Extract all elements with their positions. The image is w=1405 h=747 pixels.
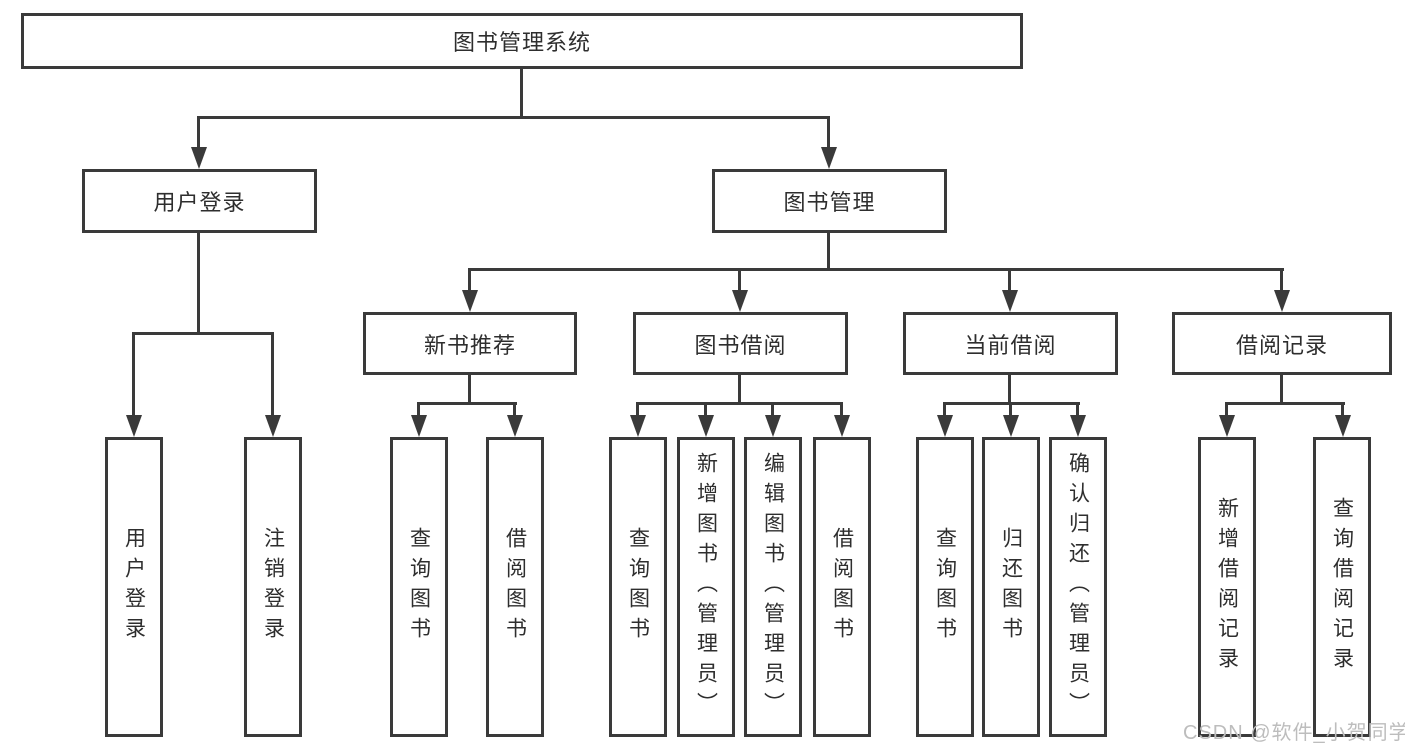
connector-line <box>197 233 200 335</box>
connector-line <box>417 405 420 419</box>
arrow-down-icon <box>126 415 142 437</box>
leaf-label: 归还图书 <box>999 527 1023 647</box>
leaf-confirm-return-admin: 确认归还（管理员） <box>1049 437 1107 737</box>
connector-line <box>1009 405 1012 419</box>
leaf-label: 注销登录 <box>261 527 285 647</box>
node-label: 当前借阅 <box>964 332 1057 358</box>
leaf-borrow-book-recommend: 借阅图书 <box>486 437 544 737</box>
leaf-label: 查询借阅记录 <box>1330 497 1354 677</box>
connector-line <box>468 268 1284 271</box>
connector-line <box>1280 375 1283 405</box>
connector-line <box>132 335 135 419</box>
node-new-book-recommend: 新书推荐 <box>363 312 577 375</box>
connector-line <box>636 402 843 405</box>
connector-line <box>1076 405 1079 419</box>
leaf-query-book-current: 查询图书 <box>916 437 974 737</box>
connector-line <box>417 402 517 405</box>
arrow-down-icon <box>1002 290 1018 312</box>
arrow-down-icon <box>411 415 427 437</box>
connector-line <box>1225 402 1345 405</box>
arrow-down-icon <box>821 147 837 169</box>
arrow-down-icon <box>1335 415 1351 437</box>
connector-line <box>197 116 830 119</box>
connector-line <box>827 233 830 271</box>
leaf-edit-book-admin: 编辑图书（管理员） <box>744 437 802 737</box>
node-user-login: 用户登录 <box>82 169 317 233</box>
connector-line <box>1280 271 1283 294</box>
node-book-borrow: 图书借阅 <box>633 312 848 375</box>
connector-line <box>636 405 639 419</box>
leaf-query-book-borrow: 查询图书 <box>609 437 667 737</box>
leaf-label: 借阅图书 <box>503 527 527 647</box>
leaf-label: 确认归还（管理员） <box>1066 452 1090 722</box>
connector-line <box>738 375 741 405</box>
connector-line <box>197 119 200 151</box>
node-root-library-system: 图书管理系统 <box>21 13 1023 69</box>
arrow-down-icon <box>630 415 646 437</box>
arrow-down-icon <box>937 415 953 437</box>
connector-line <box>943 402 1080 405</box>
connector-line <box>771 405 774 419</box>
leaf-query-borrow-record: 查询借阅记录 <box>1313 437 1371 737</box>
arrow-down-icon <box>507 415 523 437</box>
connector-line <box>1008 271 1011 294</box>
csdn-watermark: CSDN @软件_小贺同学 <box>1183 722 1405 744</box>
leaf-label: 借阅图书 <box>830 527 854 647</box>
leaf-label: 新增借阅记录 <box>1215 497 1239 677</box>
leaf-add-book-admin: 新增图书（管理员） <box>677 437 735 737</box>
connector-line <box>271 335 274 419</box>
arrow-down-icon <box>191 147 207 169</box>
leaf-label: 新增图书（管理员） <box>694 452 718 722</box>
leaf-label: 用户登录 <box>122 527 146 647</box>
leaf-borrow-book: 借阅图书 <box>813 437 871 737</box>
connector-line <box>132 332 274 335</box>
arrow-down-icon <box>265 415 281 437</box>
connector-line <box>513 405 516 419</box>
arrow-down-icon <box>462 290 478 312</box>
node-borrow-record: 借阅记录 <box>1172 312 1392 375</box>
connector-line <box>1341 405 1344 419</box>
arrow-down-icon <box>1070 415 1086 437</box>
node-current-borrow: 当前借阅 <box>903 312 1118 375</box>
node-label: 图书管理系统 <box>452 30 591 55</box>
node-label: 图书管理 <box>783 190 876 215</box>
arrow-down-icon <box>1274 290 1290 312</box>
leaf-user-login: 用户登录 <box>105 437 163 737</box>
leaf-label: 查询图书 <box>933 527 957 647</box>
node-label: 新书推荐 <box>423 332 516 358</box>
connector-line <box>1008 375 1011 405</box>
leaf-add-borrow-record: 新增借阅记录 <box>1198 437 1256 737</box>
arrow-down-icon <box>698 415 714 437</box>
connector-line <box>827 119 830 151</box>
node-label: 借阅记录 <box>1235 332 1328 358</box>
connector-line <box>1225 405 1228 419</box>
leaf-return-book: 归还图书 <box>982 437 1040 737</box>
arrow-down-icon <box>1219 415 1235 437</box>
connector-line <box>468 271 471 294</box>
leaf-label: 编辑图书（管理员） <box>761 452 785 722</box>
leaf-label: 查询图书 <box>407 527 431 647</box>
leaf-label: 查询图书 <box>626 527 650 647</box>
arrow-down-icon <box>834 415 850 437</box>
leaf-logout: 注销登录 <box>244 437 302 737</box>
connector-line <box>468 375 471 405</box>
arrow-down-icon <box>765 415 781 437</box>
node-label: 用户登录 <box>153 190 246 215</box>
connector-line <box>943 405 946 419</box>
connector-line <box>840 405 843 419</box>
connector-line <box>738 271 741 294</box>
node-label: 图书借阅 <box>694 332 787 358</box>
arrow-down-icon <box>732 290 748 312</box>
arrow-down-icon <box>1003 415 1019 437</box>
node-book-management: 图书管理 <box>712 169 947 233</box>
leaf-query-book-recommend: 查询图书 <box>390 437 448 737</box>
connector-line <box>704 405 707 419</box>
connector-line <box>520 68 523 119</box>
